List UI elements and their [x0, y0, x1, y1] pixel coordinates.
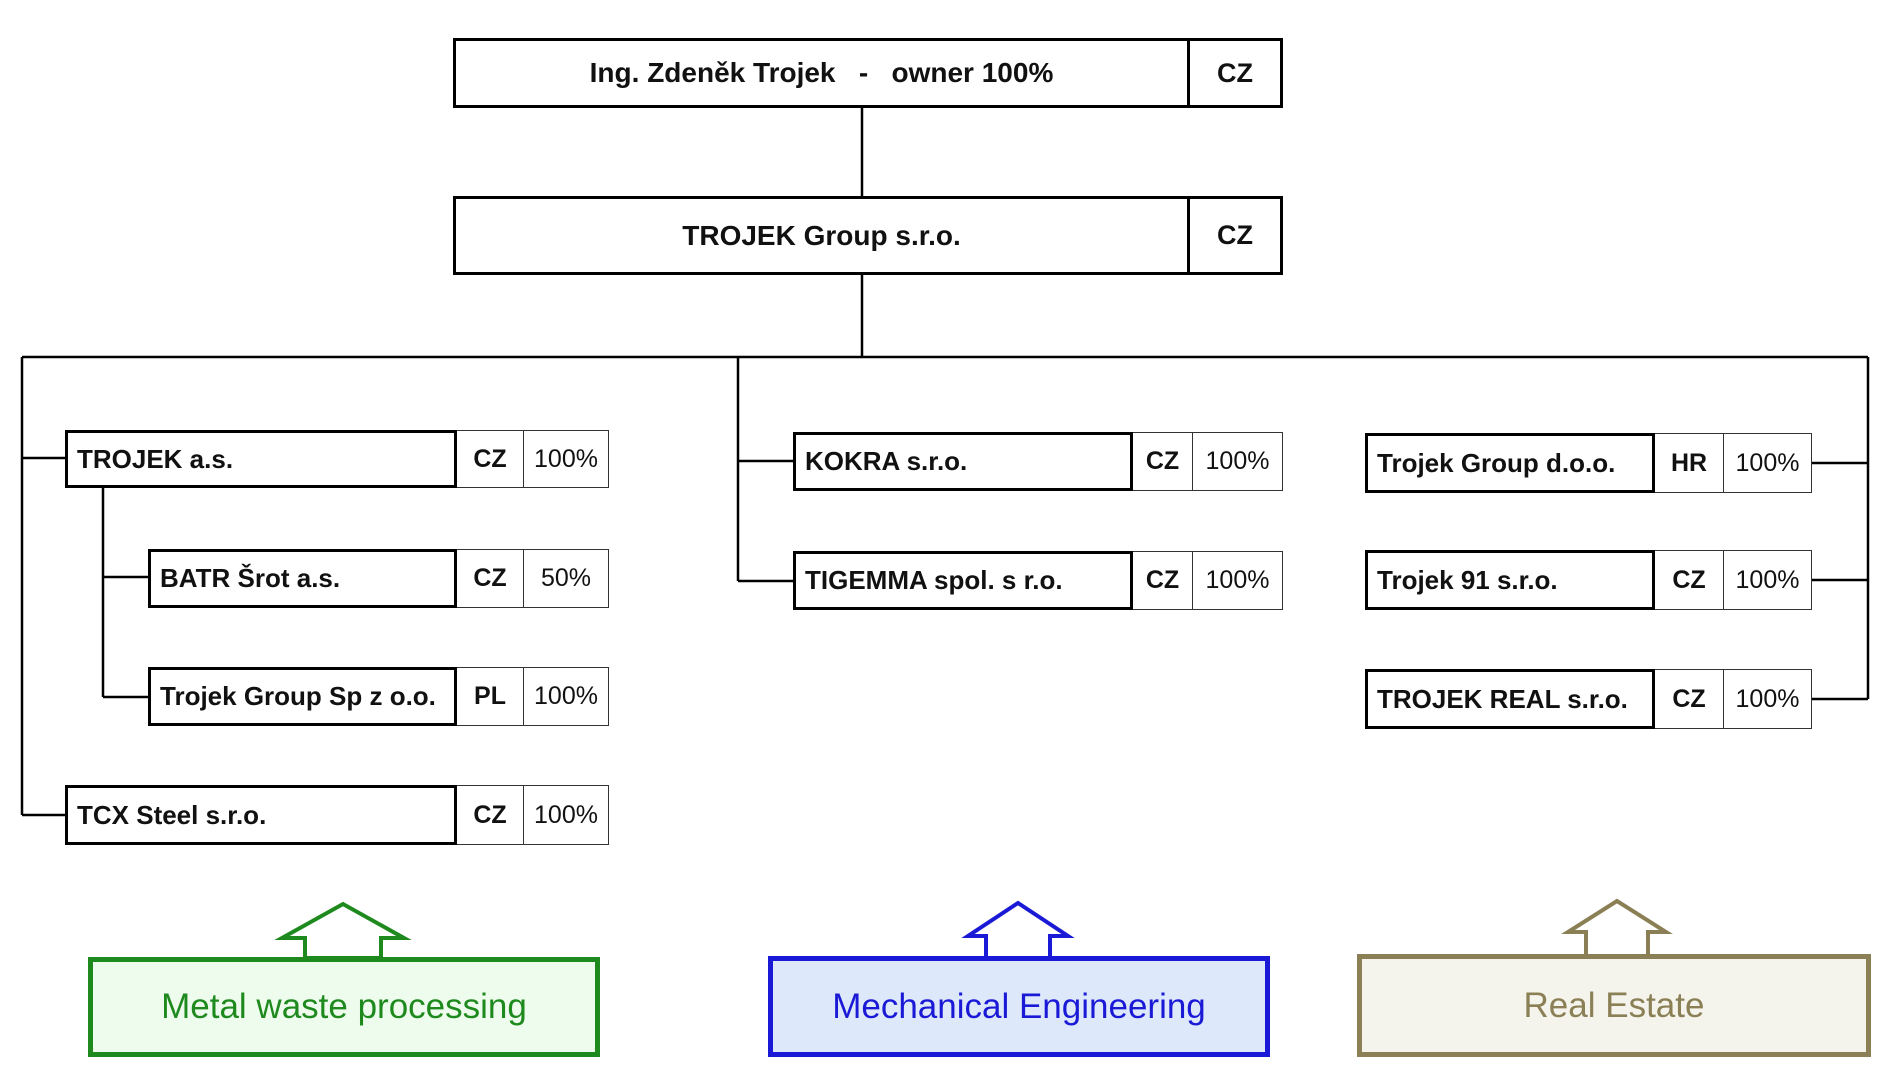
company-name: TROJEK a.s. — [65, 430, 457, 488]
holding-country: CZ — [1190, 196, 1283, 275]
company-name: TCX Steel s.r.o. — [65, 785, 457, 845]
company-name: KOKRA s.r.o. — [793, 432, 1133, 491]
company-box: TROJEK a.s. CZ 100% — [65, 430, 609, 488]
category-real-estate: Real Estate — [1357, 954, 1871, 1057]
company-name: Trojek Group Sp z o.o. — [148, 667, 457, 726]
company-name: Trojek 91 s.r.o. — [1365, 550, 1655, 610]
arrow-up-icon — [274, 901, 412, 960]
company-share: 100% — [1724, 669, 1812, 729]
company-share: 100% — [524, 430, 609, 488]
company-name: Trojek Group d.o.o. — [1365, 433, 1655, 493]
holding-box: TROJEK Group s.r.o. CZ — [453, 196, 1283, 275]
company-country: CZ — [457, 549, 524, 608]
company-name: TROJEK REAL s.r.o. — [1365, 669, 1655, 729]
arrow-up-icon — [961, 900, 1075, 960]
company-country: CZ — [457, 430, 524, 488]
company-box: TROJEK REAL s.r.o. CZ 100% — [1365, 669, 1812, 729]
company-country: PL — [457, 667, 524, 726]
company-country: CZ — [1655, 669, 1724, 729]
owner-box: Ing. Zdeněk Trojek - owner 100% CZ — [453, 38, 1283, 108]
company-share: 100% — [1193, 551, 1283, 610]
company-country: CZ — [1133, 432, 1193, 491]
company-box: Trojek 91 s.r.o. CZ 100% — [1365, 550, 1812, 610]
company-share: 100% — [524, 785, 609, 845]
company-box: Trojek Group Sp z o.o. PL 100% — [148, 667, 609, 726]
company-share: 100% — [1193, 432, 1283, 491]
company-country: CZ — [1655, 550, 1724, 610]
company-country: HR — [1655, 433, 1724, 493]
owner-country: CZ — [1190, 38, 1283, 108]
company-box: TIGEMMA spol. s r.o. CZ 100% — [793, 551, 1283, 610]
company-box: TCX Steel s.r.o. CZ 100% — [65, 785, 609, 845]
company-name: BATR Šrot a.s. — [148, 549, 457, 608]
arrow-up-icon — [1561, 898, 1673, 960]
company-share: 100% — [1724, 433, 1812, 493]
company-country: CZ — [457, 785, 524, 845]
owner-name: Ing. Zdeněk Trojek - owner 100% — [453, 38, 1190, 108]
company-box: KOKRA s.r.o. CZ 100% — [793, 432, 1283, 491]
company-share: 100% — [1724, 550, 1812, 610]
company-box: BATR Šrot a.s. CZ 50% — [148, 549, 609, 608]
company-share: 50% — [524, 549, 609, 608]
company-country: CZ — [1133, 551, 1193, 610]
category-label: Mechanical Engineering — [832, 986, 1206, 1026]
category-label: Real Estate — [1523, 985, 1705, 1025]
category-label: Metal waste processing — [161, 987, 527, 1026]
category-metal-waste: Metal waste processing — [88, 957, 600, 1057]
category-mechanical-engineering: Mechanical Engineering — [768, 956, 1270, 1057]
company-share: 100% — [524, 667, 609, 726]
holding-name: TROJEK Group s.r.o. — [453, 196, 1190, 275]
company-name: TIGEMMA spol. s r.o. — [793, 551, 1133, 610]
company-box: Trojek Group d.o.o. HR 100% — [1365, 433, 1812, 493]
